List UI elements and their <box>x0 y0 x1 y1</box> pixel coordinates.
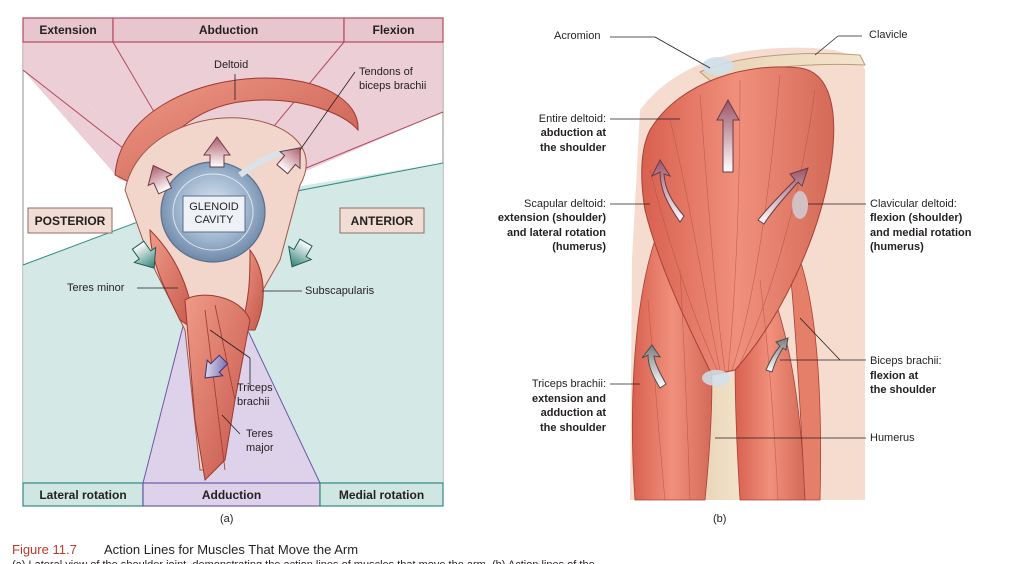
label-entire-deltoid-1: Entire deltoid: <box>538 113 606 125</box>
panel-b-sublabel: (b) <box>713 513 727 525</box>
arrow-clavicular-deltoid <box>757 167 809 225</box>
panel-b-diagram <box>610 35 866 501</box>
label-flexion: Flexion <box>372 23 415 37</box>
arrow-biceps <box>765 337 789 373</box>
label-biceps-2: flexion at <box>870 370 919 382</box>
figure-caption: (a) Lateral view of the shoulder joint, … <box>12 559 595 564</box>
label-triceps-line2: brachii <box>237 396 270 408</box>
label-subscapularis: Subscapularis <box>305 285 375 297</box>
label-tendons-line1: Tendons of <box>359 66 413 78</box>
label-lateral-rotation: Lateral rotation <box>39 487 127 502</box>
label-entire-deltoid-2: abduction at <box>540 127 606 139</box>
label-biceps-3: the shoulder <box>870 384 937 396</box>
label-teres-major-line1: Teres <box>246 428 273 440</box>
label-triceps-b-4: the shoulder <box>539 422 606 434</box>
label-clavicle: Clavicle <box>869 29 908 41</box>
arrow-flexion <box>276 147 301 175</box>
arrow-abduction <box>203 136 231 168</box>
label-clavicular-deltoid-2: flexion (shoulder) <box>870 212 963 224</box>
label-tendons-line2: biceps brachii <box>359 80 427 92</box>
arrow-entire-deltoid <box>716 98 740 173</box>
label-triceps-b-3: adduction at <box>540 407 606 419</box>
label-glenoid-line2: CAVITY <box>194 214 234 226</box>
arrow-triceps <box>641 344 667 389</box>
label-posterior: POSTERIOR <box>34 213 106 228</box>
label-teres-major-line2: major <box>246 442 274 454</box>
label-entire-deltoid-3: the shoulder <box>539 142 606 154</box>
label-glenoid-line1: GLENOID <box>189 201 239 213</box>
label-triceps-b-1: Triceps brachii: <box>531 378 606 390</box>
label-medial-rotation: Medial rotation <box>338 487 425 502</box>
label-acromion: Acromion <box>554 30 601 42</box>
arrow-adduction <box>204 354 229 379</box>
label-triceps-line1: Triceps <box>237 382 273 394</box>
label-triceps-b-2: extension and <box>532 393 606 405</box>
triceps-teres-major-muscle <box>184 294 251 482</box>
label-deltoid-a: Deltoid <box>214 59 249 71</box>
label-scapular-deltoid-3: and lateral rotation <box>506 227 606 239</box>
arrow-lateral-rotation <box>131 240 157 269</box>
label-clavicular-deltoid-3: and medial rotation <box>870 227 972 239</box>
arrow-medial-rotation <box>288 238 313 268</box>
label-scapular-deltoid-1: Scapular deltoid: <box>524 198 606 210</box>
arrow-scapular-deltoid <box>650 158 685 223</box>
label-scapular-deltoid-4: (humerus) <box>552 241 606 253</box>
label-extension: Extension <box>39 23 97 37</box>
figure-title: Action Lines for Muscles That Move the A… <box>104 542 359 557</box>
label-anterior: ANTERIOR <box>350 213 414 228</box>
label-teres-minor: Teres minor <box>67 282 125 294</box>
label-biceps-1: Biceps brachii: <box>870 355 942 367</box>
label-adduction: Adduction <box>201 487 262 502</box>
label-scapular-deltoid-2: extension (shoulder) <box>497 212 606 224</box>
label-clavicular-deltoid-1: Clavicular deltoid: <box>870 198 957 210</box>
panel-a-sublabel: (a) <box>220 513 234 525</box>
label-clavicular-deltoid-4: (humerus) <box>870 241 924 253</box>
label-humerus: Humerus <box>870 432 915 444</box>
arrow-extension <box>147 164 173 195</box>
deltoid-muscle-a <box>114 77 359 191</box>
label-abduction: Abduction <box>198 23 259 37</box>
figure-number: Figure 11.7 <box>12 542 77 557</box>
panel-a-diagram <box>22 17 444 507</box>
